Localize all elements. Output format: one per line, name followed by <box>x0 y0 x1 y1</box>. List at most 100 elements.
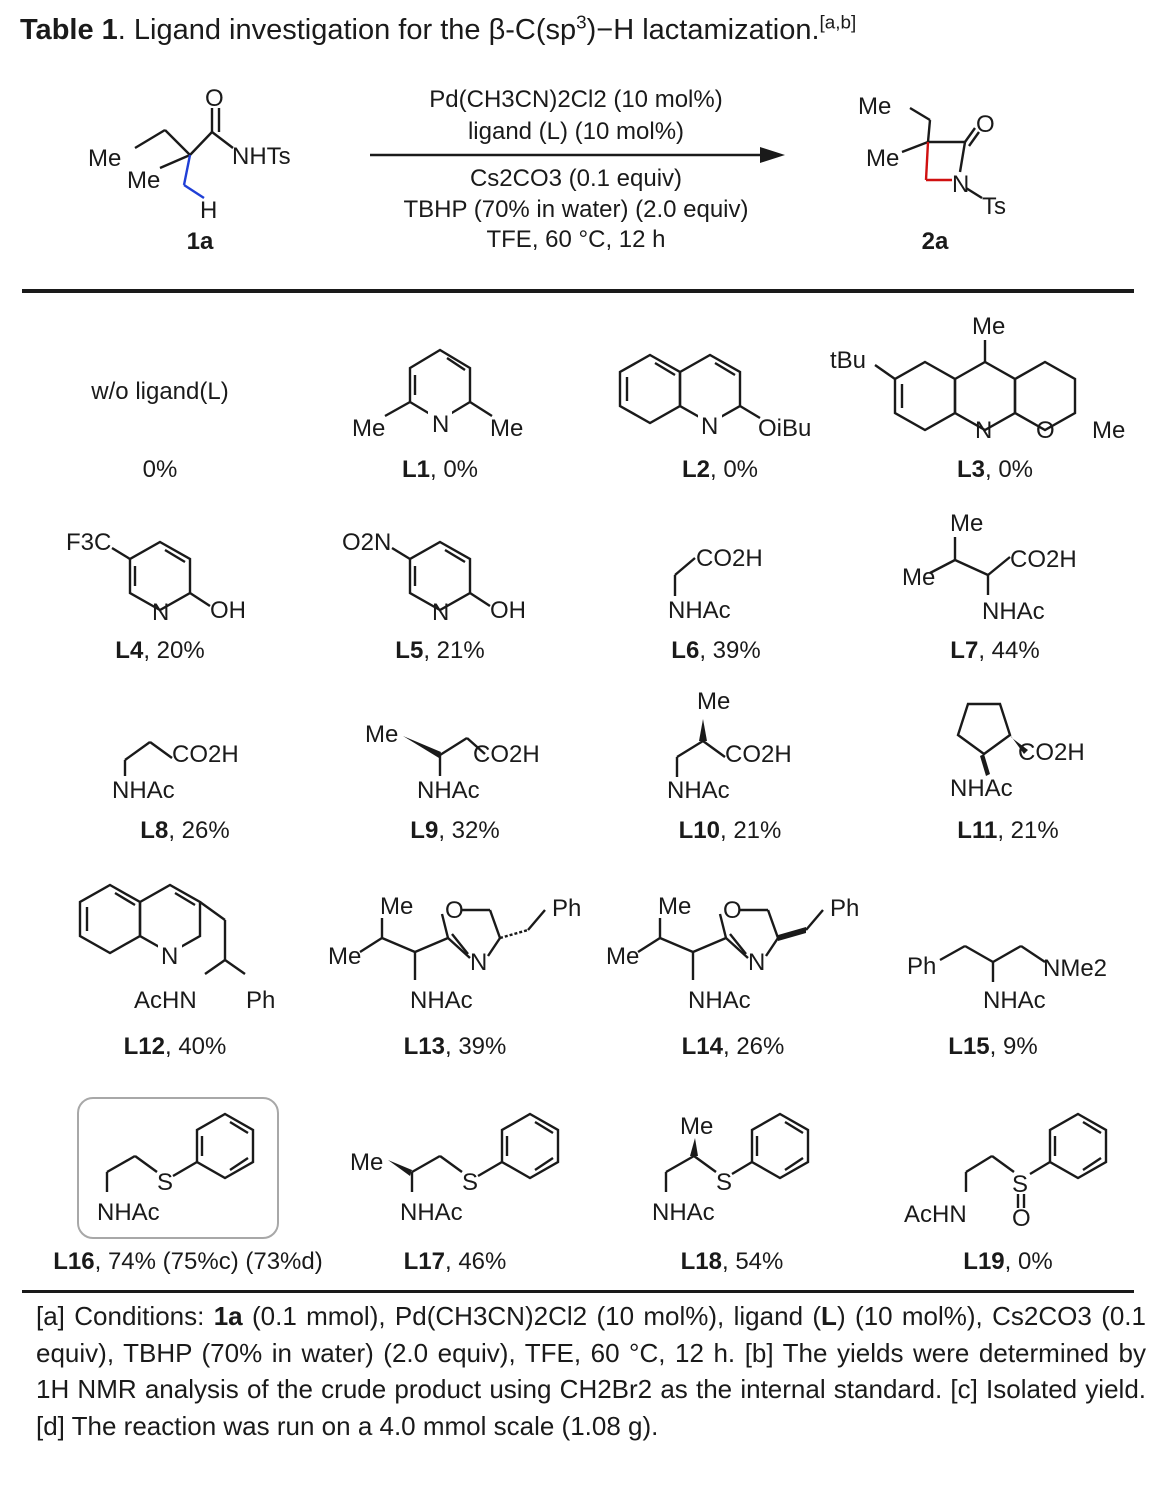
atom-s: S <box>462 1169 478 1196</box>
bottom-rule <box>22 1290 1134 1293</box>
title-sup: 3 <box>576 11 587 33</box>
atom-me: Me <box>866 145 899 172</box>
top-rule <box>22 289 1134 293</box>
ligand-L14-label: L14, 26% <box>681 1033 785 1060</box>
group-ph: Ph <box>907 953 936 980</box>
condition-solvent: TFE, 60 °C, 12 h <box>486 226 666 253</box>
group-nhac: NHAc <box>950 775 1013 802</box>
group-co2h: CO2H <box>1018 739 1085 766</box>
no-ligand-yield: 0% <box>142 456 178 483</box>
condition-catalyst: Pd(CH3CN)2Cl2 (10 mol%) <box>429 86 723 113</box>
ligand-L16-label: L16, 74% (75%c) (73%d) <box>53 1248 323 1275</box>
group-f3c: F3C <box>66 529 111 556</box>
ligand-L10-label: L10, 21% <box>678 817 782 844</box>
group-me: Me <box>606 943 639 970</box>
condition-ligand: ligand (L) (10 mol%) <box>467 118 685 145</box>
group-tbu: tBu <box>830 347 866 374</box>
ligand-L17-label: L17, 46% <box>403 1248 507 1275</box>
group-nhac: NHAc <box>982 598 1045 625</box>
group-nhac: NHAc <box>668 597 731 624</box>
atom-n: N <box>952 171 969 198</box>
structure-L6: CO2H NHAc <box>668 545 763 624</box>
group-nme2: NMe2 <box>1043 955 1107 982</box>
table-title: Table 1. Ligand investigation for the β-… <box>20 11 857 47</box>
atom-n: N <box>152 599 169 626</box>
ligand-L9-label: L9, 32% <box>410 817 500 844</box>
ligand-L15-label: L15, 9% <box>948 1033 1038 1060</box>
group-me: Me <box>328 943 361 970</box>
atom-o: O <box>1012 1205 1031 1230</box>
title-text: . Ligand investigation for the β-C(sp <box>117 14 577 46</box>
group-me: Me <box>352 415 385 442</box>
structure-L12: N AcHN Ph <box>78 883 275 1014</box>
group-o2n: O2N <box>342 529 391 556</box>
group-ph: Ph <box>830 895 859 922</box>
group-co2h: CO2H <box>1010 546 1077 573</box>
best-ligand-highlight <box>77 1097 279 1239</box>
atom-h: H <box>200 197 217 224</box>
structure-L16: S NHAc <box>97 1112 255 1226</box>
ligand-L19-label: L19, 0% <box>963 1248 1053 1275</box>
ligand-L7-label: L7, 44% <box>950 637 1040 664</box>
ligand-L2-label: L2, 0% <box>681 456 759 483</box>
structure-L3: Me tBu N O Me <box>830 313 1125 444</box>
atom-o: O <box>723 897 742 924</box>
reactant-label: 1a <box>186 228 214 255</box>
L16-extra-yields: (75%c) (73%d) <box>162 1248 323 1275</box>
group-me: Me <box>950 510 983 537</box>
group-co2h: CO2H <box>473 741 540 768</box>
atom-me: Me <box>858 93 891 120</box>
group-nhac: NHAc <box>417 777 480 804</box>
group-me: Me <box>902 564 935 591</box>
ligand-L5-label: L5, 21% <box>395 637 485 664</box>
structure-L14: Me Me O N Ph NHAc <box>606 893 859 1014</box>
ligand-L4-label: L4, 20% <box>115 637 205 664</box>
structure-L2: N OiBu <box>618 353 811 442</box>
structure-L1: N Me Me <box>352 348 523 442</box>
atom-n: N <box>975 417 992 444</box>
group-achn: AcHN <box>904 1201 967 1228</box>
atom-o: O <box>1036 417 1055 444</box>
atom-me: Me <box>88 145 121 172</box>
ligand-L6-label: L6, 39% <box>671 637 761 664</box>
ligand-L3-label: L3, 0% <box>956 456 1034 483</box>
group-nhac: NHAc <box>410 987 473 1014</box>
group-co2h: CO2H <box>696 545 763 572</box>
title-notes: [a,b] <box>819 11 857 33</box>
atom-s: S <box>157 1169 173 1196</box>
group-nhac: NHAc <box>667 777 730 804</box>
group-me: Me <box>490 415 523 442</box>
atom-o: O <box>976 111 995 138</box>
atom-s: S <box>1012 1171 1028 1198</box>
ligand-L18-label: L18, 54% <box>680 1248 784 1275</box>
ligand-L11-label: L11, 21% <box>957 817 1059 844</box>
table-number: Table 1 <box>20 14 118 46</box>
atom-me: Me <box>127 167 160 194</box>
group-me: Me <box>658 893 691 920</box>
group-achn: AcHN <box>134 987 197 1014</box>
atom-ts: Ts <box>982 193 1006 220</box>
ligand-L13-label: L13, 39% <box>403 1033 507 1060</box>
condition-base: Cs2CO3 (0.1 equiv) <box>469 165 683 192</box>
group-nhac: NHAc <box>97 1199 160 1226</box>
atom-o: O <box>205 85 224 112</box>
atom-n: N <box>161 943 178 970</box>
group-co2h: CO2H <box>172 741 239 768</box>
structure-L13: Me Me O N Ph NHAc <box>328 893 581 1014</box>
group-me: Me <box>697 688 730 715</box>
atom-o: O <box>445 897 464 924</box>
structure-L9: Me CO2H NHAc <box>365 721 540 804</box>
product-label: 2a <box>921 228 949 255</box>
group-me: Me <box>380 893 413 920</box>
structure-L5: O2N N OH <box>342 529 526 626</box>
no-ligand-caption: w/o ligand(L) <box>91 378 229 405</box>
group-me: Me <box>680 1113 713 1140</box>
group-co2h: CO2H <box>725 741 792 768</box>
group-me: Me <box>1092 417 1125 444</box>
group-nhac: NHAc <box>652 1199 715 1226</box>
atom-n: N <box>470 949 487 976</box>
group-oh: OH <box>490 597 526 624</box>
group-me: Me <box>350 1149 383 1176</box>
structure-L8: CO2H NHAc <box>112 741 239 804</box>
